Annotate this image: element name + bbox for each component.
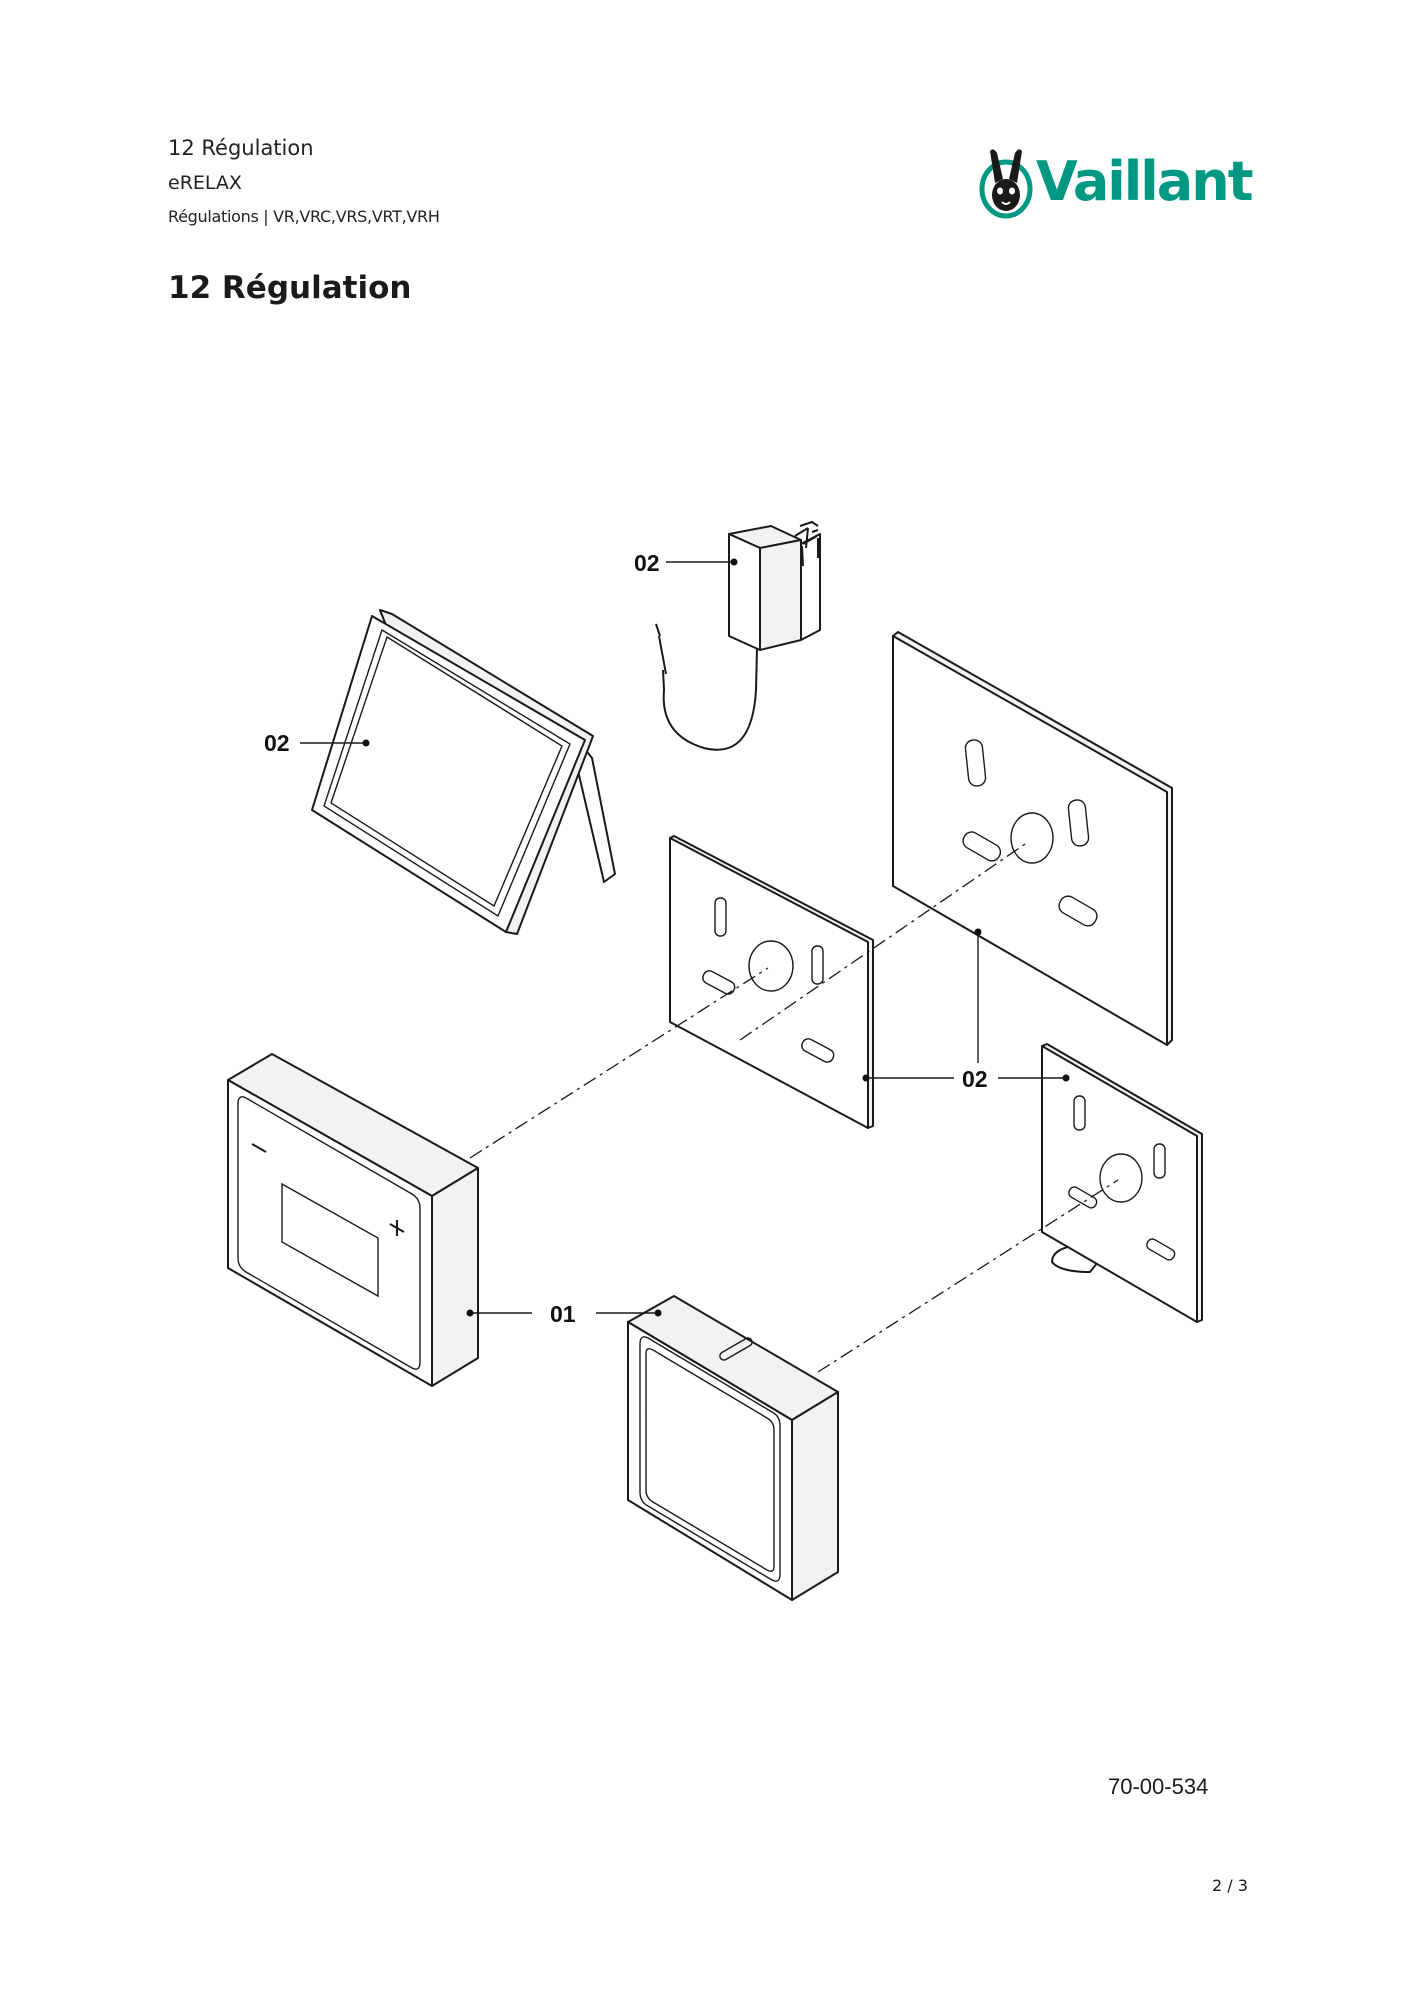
sensor-unit-drawing <box>627 1295 839 1601</box>
page-number: 2 / 3 <box>1212 1876 1248 1895</box>
header-models: Régulations | VR,VRC,VRS,VRT,VRH <box>168 207 440 226</box>
callout-adapter: 02 <box>634 550 660 576</box>
small-wall-plate-drawing <box>1041 1043 1203 1323</box>
assembly-line-1 <box>469 967 769 1159</box>
header-section: 12 Régulation <box>168 136 314 160</box>
callout-plates: 02 <box>962 1066 988 1092</box>
page-title: 12 Régulation <box>168 270 412 306</box>
header-product: eRELAX <box>168 172 242 194</box>
brand-wordmark: Vaillant <box>1036 150 1254 213</box>
assembly-line-3 <box>817 1179 1119 1373</box>
callout-units: 01 <box>550 1301 576 1327</box>
drawing-reference: 70-00-534 <box>1108 1774 1209 1799</box>
medium-wall-plate-drawing <box>669 835 874 1129</box>
large-wall-plate-drawing <box>892 631 1173 1046</box>
brand-logo: Vaillant <box>978 142 1254 222</box>
callout-leaders <box>300 558 1070 1317</box>
power-adapter-drawing <box>655 521 821 751</box>
assembly-line-2 <box>739 841 1029 1041</box>
hare-icon <box>979 149 1033 219</box>
callout-tablet: 02 <box>264 730 290 756</box>
tablet-drawing <box>311 609 616 935</box>
thermostat-display-drawing <box>227 1053 479 1387</box>
